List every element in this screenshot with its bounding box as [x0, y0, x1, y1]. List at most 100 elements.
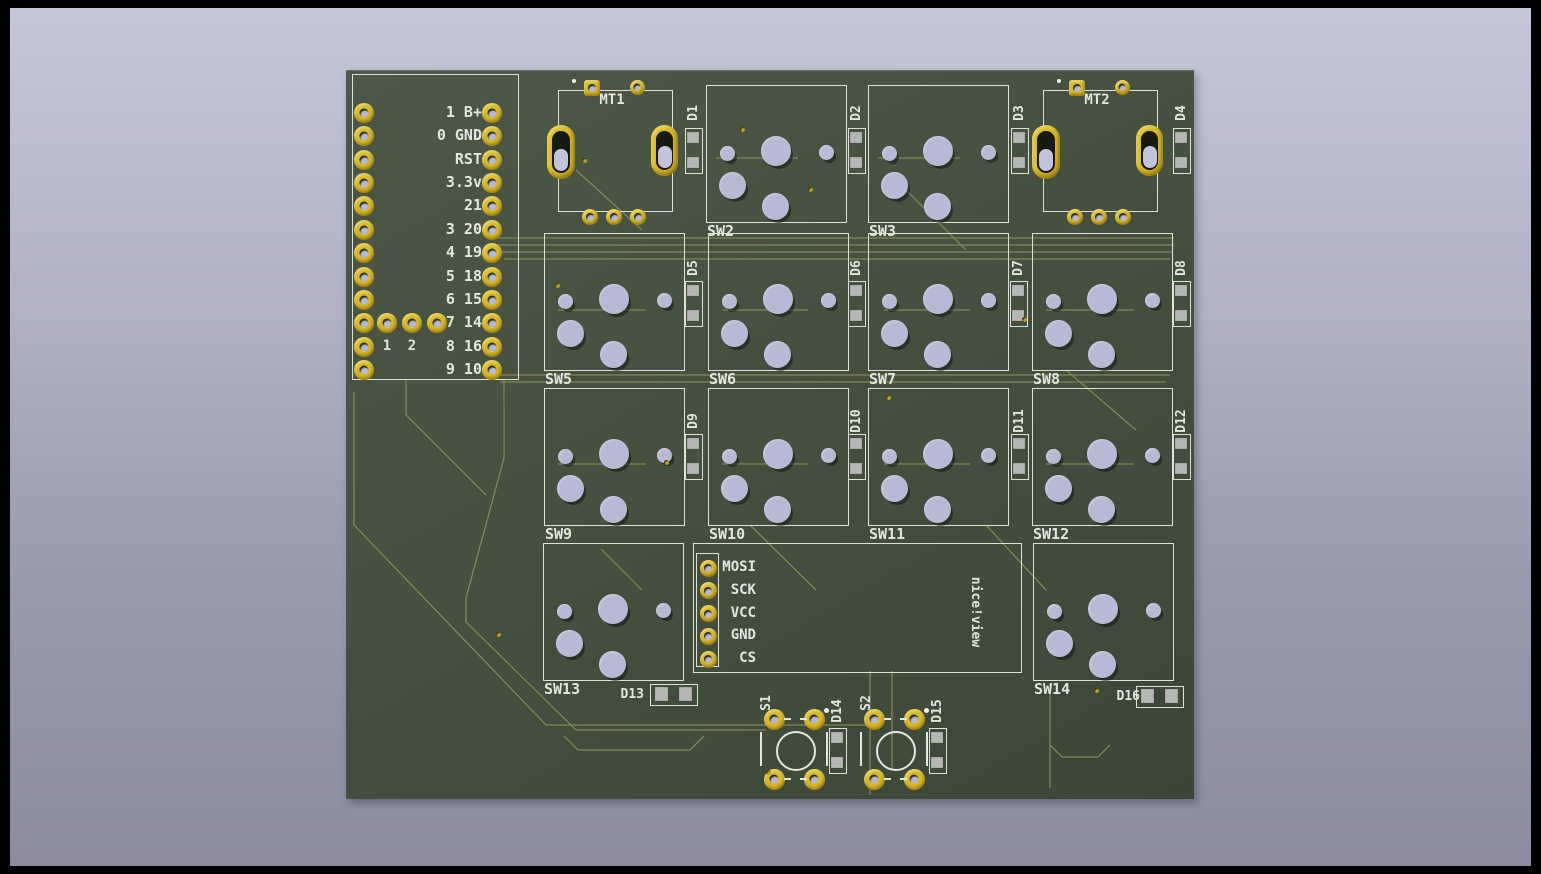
switch-hole [980, 292, 996, 308]
mcu-header-aux-pad [427, 313, 447, 333]
mcu-header-pad-left [354, 290, 374, 310]
mount-slot-hole [552, 131, 570, 173]
pad-hole [487, 248, 497, 258]
pad-hole [809, 774, 819, 784]
pad-hole [487, 225, 497, 235]
switch-hole [923, 495, 951, 523]
pad-hole [487, 365, 497, 375]
smd-pad [687, 310, 699, 321]
pad-hole [769, 714, 779, 724]
switch-hole [1044, 474, 1072, 502]
via [808, 187, 813, 192]
button-bracket-left [860, 732, 862, 766]
smd-pad [1175, 132, 1187, 143]
mount-label: MT2 [1084, 92, 1110, 108]
mcu-header-pad-left [354, 150, 374, 170]
switch-label: SW8 [1033, 370, 1061, 388]
button-pad [803, 768, 825, 790]
mcu-pin-label: 21 [463, 196, 482, 214]
via [664, 460, 669, 465]
mcu-pin-label: 3 20 [445, 220, 482, 238]
pad-hole [359, 248, 369, 258]
display-pin-label: CS [739, 650, 756, 667]
diode-label: D8 [1174, 260, 1189, 276]
switch-hole [923, 284, 953, 314]
pad-hole [487, 108, 497, 118]
smd-pad [1141, 689, 1154, 703]
silkscreen-dot [572, 79, 576, 83]
smd-pad [1165, 689, 1178, 703]
mcu-header-pad-right [482, 337, 502, 357]
diode-label: D12 [1174, 409, 1189, 433]
switch-footprint-SW11 [868, 388, 1009, 526]
switch-hole [880, 474, 908, 502]
diode-footprint [1136, 686, 1184, 708]
silkscreen-dash [800, 778, 807, 780]
switch-hole [655, 602, 671, 618]
pad-hole [359, 108, 369, 118]
silkscreen-dot [1057, 79, 1061, 83]
pad-hole [487, 272, 497, 282]
mcu-header-pad-left [354, 196, 374, 216]
silkscreen-dash [884, 778, 891, 780]
diode-label: D9 [686, 413, 701, 429]
slot-hole-opening [1143, 146, 1157, 168]
switch-hole [599, 439, 629, 469]
switch-hole [1045, 448, 1061, 464]
switch-hole [721, 293, 737, 309]
mcu-header-pad-left [354, 360, 374, 380]
smd-pad [679, 687, 692, 701]
smd-pad [1012, 310, 1024, 321]
pad-hole [487, 155, 497, 165]
pad-hole [487, 131, 497, 141]
button-pad [803, 708, 825, 730]
switch-hole [720, 319, 748, 347]
pad-hole [769, 774, 779, 784]
switch-hole [599, 284, 629, 314]
switch-footprint-SW3 [868, 85, 1009, 223]
silkscreen-dash [900, 778, 907, 780]
mcu-header-pad-right [482, 360, 502, 380]
switch-hole [1144, 292, 1160, 308]
switch-hole [557, 448, 573, 464]
pad-hole [359, 365, 369, 375]
switch-footprint-SW13 [543, 543, 684, 681]
smd-pad [1013, 157, 1025, 168]
pad-hole [359, 342, 369, 352]
pad-hole [359, 272, 369, 282]
pad-hole [633, 83, 641, 91]
button-bracket-left [760, 732, 762, 766]
switch-hole [763, 439, 793, 469]
mount-round-pad [629, 79, 645, 95]
switch-hole [557, 293, 573, 309]
switch-hole [820, 447, 836, 463]
pad-hole [487, 318, 497, 328]
switch-hole [761, 192, 789, 220]
switch-label: SW2 [707, 222, 735, 240]
smd-pad [850, 310, 862, 321]
switch-label: SW14 [1034, 680, 1071, 698]
switch-hole [1088, 650, 1116, 678]
smd-pad [850, 285, 862, 296]
switch-label: SW5 [545, 370, 573, 388]
switch-hole [881, 145, 897, 161]
switch-hole [923, 439, 953, 469]
mcu-pin-label: 4 19 [445, 243, 482, 261]
silkscreen-dot [824, 708, 829, 713]
diode-label: D11 [1012, 409, 1027, 433]
mcu-header-pad-right [482, 126, 502, 146]
mcu-pin-label: 6 15 [445, 290, 482, 308]
diode-label: D13 [620, 687, 644, 702]
smd-pad [1175, 438, 1187, 449]
mount-bottom-pad [582, 209, 598, 225]
mount-bottom-pad [1091, 209, 1107, 225]
display-pin-pad [699, 605, 717, 623]
mcu-pin-label: RST [454, 150, 482, 168]
silkscreen-dash [784, 778, 791, 780]
diode-footprint [1173, 281, 1191, 327]
mcu-pin-label: 7 14 [445, 313, 482, 331]
switch-hole [598, 594, 628, 624]
switch-hole [599, 495, 627, 523]
diode-footprint [848, 281, 866, 327]
